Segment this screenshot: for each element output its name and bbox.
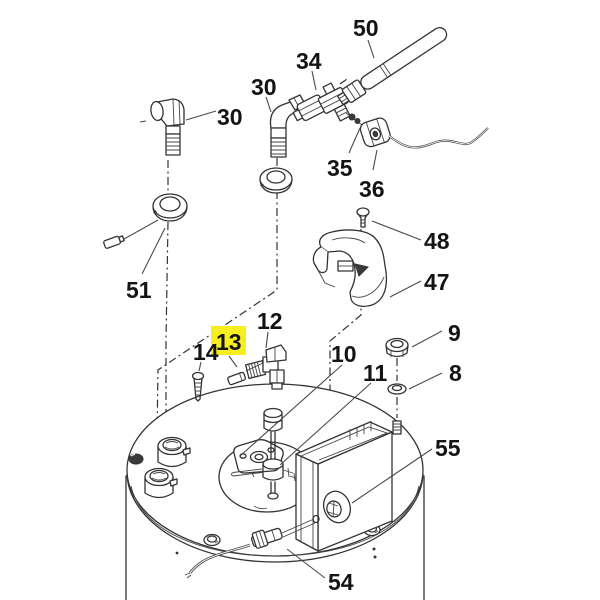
label-11: 11 — [363, 360, 388, 386]
label-51: 51 — [126, 277, 152, 303]
tube-50 — [336, 27, 448, 106]
label-9: 9 — [448, 320, 461, 346]
leader-lines — [123, 39, 443, 579]
part-labels: 50 34 30 30 35 36 48 47 51 12 13 14 10 1… — [126, 15, 462, 595]
label-55: 55 — [435, 435, 461, 461]
ring-left — [152, 193, 188, 222]
label-36: 36 — [359, 176, 385, 202]
highlight-13 — [211, 326, 246, 355]
washer-8 — [387, 383, 407, 395]
label-30-middle: 30 — [251, 74, 277, 100]
plate-screw-14 — [191, 371, 205, 402]
cover-screw — [356, 207, 370, 228]
capillary-nut — [359, 117, 391, 148]
junction-box — [295, 421, 393, 552]
label-12: 12 — [257, 308, 283, 334]
label-50: 50 — [353, 15, 379, 41]
label-48: 48 — [424, 228, 450, 254]
orifice-pin-13 — [227, 362, 264, 386]
elbow-12 — [244, 344, 287, 390]
label-8: 8 — [449, 360, 462, 386]
tank-coupling-lower — [144, 467, 178, 499]
cover-47 — [312, 229, 388, 307]
sensor-wire — [184, 518, 316, 579]
label-47: 47 — [424, 269, 450, 295]
pin-51 — [103, 235, 125, 249]
label-54: 54 — [328, 569, 354, 595]
label-35: 35 — [327, 155, 353, 181]
elbow-left — [139, 98, 185, 156]
label-30-left: 30 — [217, 104, 243, 130]
label-14: 14 — [193, 339, 219, 365]
tee-assembly — [292, 82, 489, 149]
anode-rod-and-bushing — [231, 407, 299, 500]
label-13-highlighted: 13 — [216, 329, 242, 355]
hex-nut-9 — [385, 337, 409, 358]
label-34: 34 — [296, 48, 322, 74]
label-10: 10 — [331, 341, 357, 367]
ring-middle — [259, 167, 293, 194]
tank-coupling-upper — [157, 436, 191, 468]
stud — [392, 420, 402, 435]
